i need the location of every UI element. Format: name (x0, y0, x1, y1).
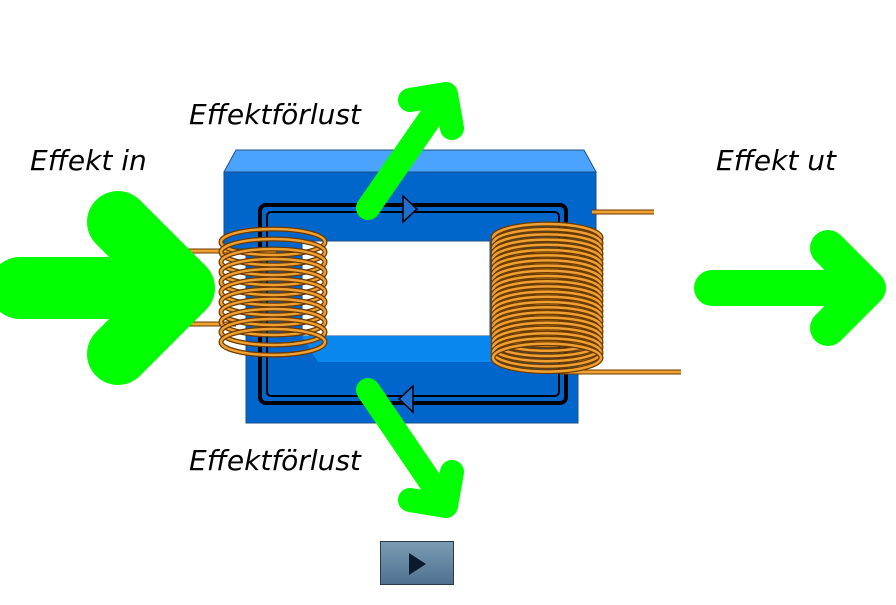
power-loss-bottom-label: Effektförlust (189, 444, 361, 477)
coil-turn-highlight (219, 327, 327, 357)
power-loss-top-arrow (356, 82, 464, 220)
power-loss-top-label: Effektförlust (189, 98, 361, 131)
secondary-coil (490, 221, 604, 375)
secondary-coil-leads (560, 209, 681, 375)
power-loss-bottom-arrow (356, 378, 464, 518)
coil-turn-highlight (219, 287, 327, 317)
coil-turn-highlight (219, 257, 327, 287)
coil-turn-highlight (219, 277, 327, 307)
play-button[interactable] (380, 541, 454, 585)
coil-turn-highlight (219, 297, 327, 327)
power-in-arrow (0, 191, 215, 385)
power-in-label: Effekt in (30, 144, 147, 177)
play-triangle-icon (409, 553, 426, 575)
flux-arrow-top-icon (402, 194, 419, 224)
coil-turn-highlight (219, 307, 327, 337)
power-out-arrow (694, 230, 886, 346)
coil-turn-highlight (219, 247, 327, 277)
primary-coil (218, 226, 328, 358)
coil-turn-highlight (219, 227, 327, 257)
flux-arrow-bottom-icon (397, 384, 414, 414)
coil-turn-highlight (219, 317, 327, 347)
coil-turn-highlight (219, 267, 327, 297)
coil-turn-highlight (491, 342, 603, 373)
coil-turn-highlight (219, 237, 327, 267)
power-out-label: Effekt ut (716, 144, 836, 177)
core-window-ledge (302, 336, 506, 362)
